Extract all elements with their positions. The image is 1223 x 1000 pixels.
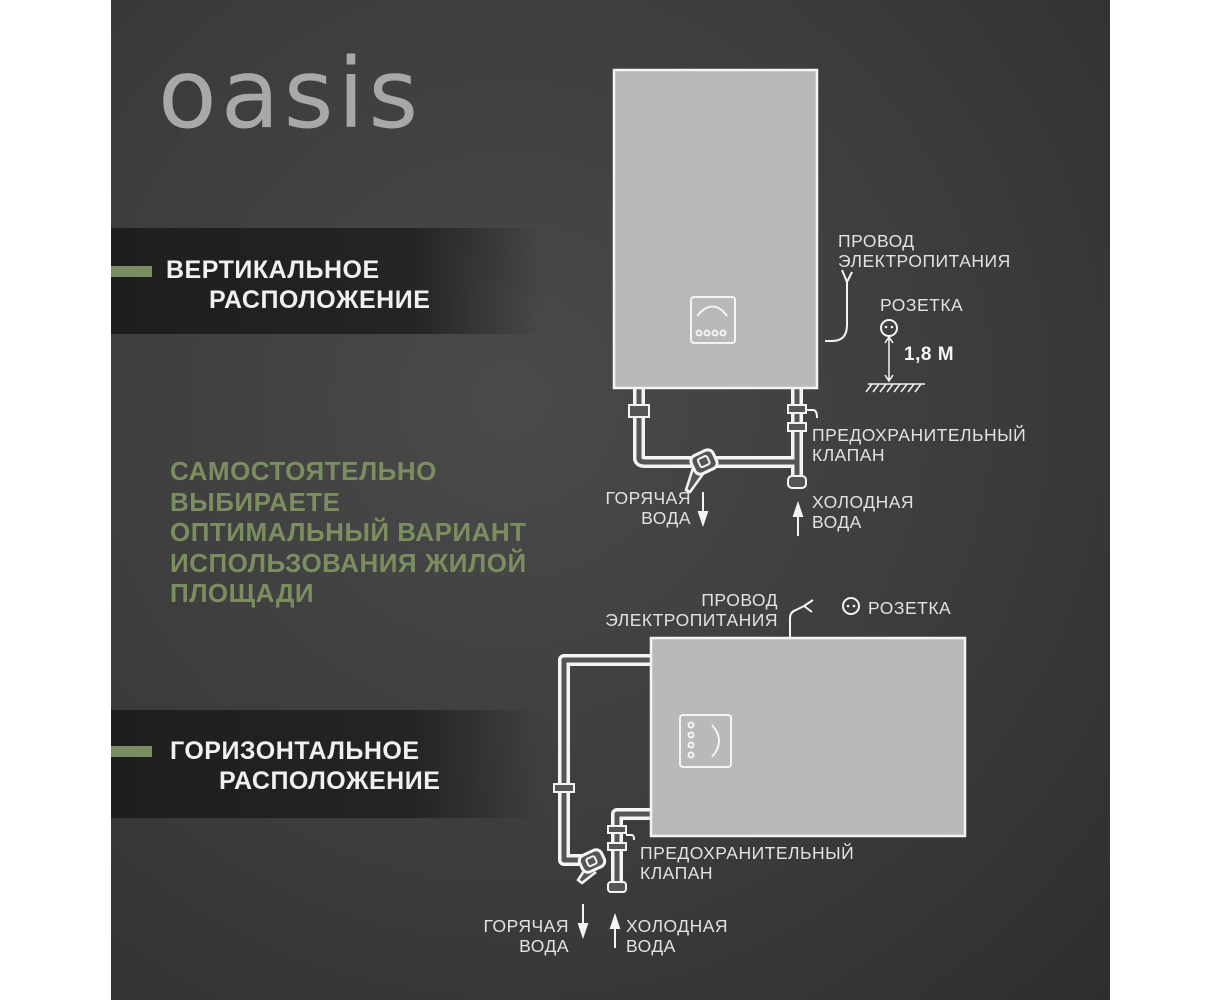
slogan-line: ВЫБИРАЕТЕ bbox=[170, 486, 341, 517]
vertical-title-line1: ВЕРТИКАЛЬНОЕ bbox=[166, 256, 380, 284]
horizontal-water-heater bbox=[649, 636, 967, 838]
label-line: КЛАПАН bbox=[640, 863, 714, 883]
cold-water-arrow-icon bbox=[609, 912, 621, 948]
socket-label: РОЗЕТКА bbox=[880, 295, 964, 315]
height-dimension-icon bbox=[865, 335, 925, 393]
label-line: ВОДА bbox=[812, 512, 862, 532]
slogan-line: САМОСТОЯТЕЛЬНО bbox=[170, 456, 437, 486]
hot-water-label: ГОРЯЧАЯ ВОДА bbox=[468, 916, 569, 956]
label-line: ГОРЯЧАЯ bbox=[483, 916, 569, 936]
slogan: САМОСТОЯТЕЛЬНО ВЫБИРАЕТЕ ОПТИМАЛЬНЫЙ ВАР… bbox=[170, 456, 527, 609]
pipe-clamp bbox=[553, 783, 575, 793]
label-line: ВОДА bbox=[519, 936, 569, 956]
vertical-pipes bbox=[633, 388, 803, 482]
label-line: КЛАПАН bbox=[812, 445, 886, 465]
pipe-clamp bbox=[628, 404, 650, 418]
power-cord bbox=[825, 269, 853, 342]
hot-water-arrow-icon bbox=[577, 904, 589, 940]
hot-water-label: ГОРЯЧАЯ ВОДА bbox=[590, 488, 691, 528]
pipe-end bbox=[607, 881, 627, 893]
cold-water-arrow-icon bbox=[792, 500, 804, 536]
safety-valve bbox=[607, 842, 627, 851]
label-line: ПРЕДОХРАНИТЕЛЬНЫЙ bbox=[812, 425, 1027, 445]
control-panel-icon bbox=[690, 296, 736, 344]
label-line: ПРЕДОХРАНИТЕЛЬНЫЙ bbox=[640, 843, 855, 863]
label-line: ХОЛОДНАЯ bbox=[812, 492, 915, 512]
cold-water-label: ХОЛОДНАЯ ВОДА bbox=[812, 492, 914, 532]
hot-water-tap-icon bbox=[684, 448, 719, 494]
safety-valve-label: ПРЕДОХРАНИТЕЛЬНЫЙ КЛАПАН bbox=[812, 425, 1026, 465]
horizontal-title-band bbox=[111, 710, 541, 818]
slogan-line: ПЛОЩАДИ bbox=[170, 578, 315, 608]
pipe-clamp bbox=[607, 825, 627, 834]
vertical-title-band bbox=[111, 228, 541, 334]
safety-valve bbox=[787, 422, 807, 432]
power-cord-label: ПРОВОД ЭЛЕКТРОПИТАНИЯ bbox=[838, 231, 1011, 271]
green-accent-bar bbox=[111, 746, 152, 757]
hot-water-arrow-icon bbox=[697, 492, 709, 528]
horizontal-pipes bbox=[558, 654, 652, 890]
green-accent-bar bbox=[111, 266, 152, 277]
power-cord-label: ПРОВОД ЭЛЕКТРОПИТАНИЯ bbox=[600, 590, 778, 630]
label-line: ВОДА bbox=[626, 936, 676, 956]
horizontal-title-line1: ГОРИЗОНТАЛЬНОЕ bbox=[170, 737, 420, 765]
label-line: ХОЛОДНАЯ bbox=[626, 916, 729, 936]
socket-icon bbox=[842, 597, 860, 615]
control-panel-icon bbox=[679, 714, 732, 768]
vertical-water-heater bbox=[612, 68, 819, 390]
safety-valve-label: ПРЕДОХРАНИТЕЛЬНЫЙ КЛАПАН bbox=[640, 843, 854, 883]
label-line: ЭЛЕКТРОПИТАНИЯ bbox=[605, 610, 778, 630]
label-line: ВОДА bbox=[641, 508, 691, 528]
pipe-end bbox=[787, 475, 807, 489]
oasis-logo: oasis bbox=[158, 38, 423, 150]
cold-water-label: ХОЛОДНАЯ ВОДА bbox=[626, 916, 728, 956]
socket-height-label: 1,8 М bbox=[904, 344, 955, 365]
socket-label: РОЗЕТКА bbox=[868, 598, 952, 618]
slogan-line: ОПТИМАЛЬНЫЙ ВАРИАНТ bbox=[170, 517, 527, 547]
pipe-clamp bbox=[787, 404, 807, 414]
label-line: ПРОВОД bbox=[838, 231, 915, 251]
vertical-title-line2: РАСПОЛОЖЕНИЕ bbox=[209, 286, 431, 314]
slogan-line: ИСПОЛЬЗОВАНИЯ ЖИЛОЙ bbox=[170, 547, 527, 578]
power-cord bbox=[789, 599, 814, 638]
socket-icon bbox=[880, 319, 898, 337]
label-line: ГОРЯЧАЯ bbox=[605, 488, 691, 508]
horizontal-title-line2: РАСПОЛОЖЕНИЕ bbox=[219, 767, 441, 795]
label-line: ПРОВОД bbox=[701, 590, 778, 610]
hot-water-tap-icon bbox=[576, 848, 607, 885]
label-line: ЭЛЕКТРОПИТАНИЯ bbox=[838, 251, 1011, 271]
